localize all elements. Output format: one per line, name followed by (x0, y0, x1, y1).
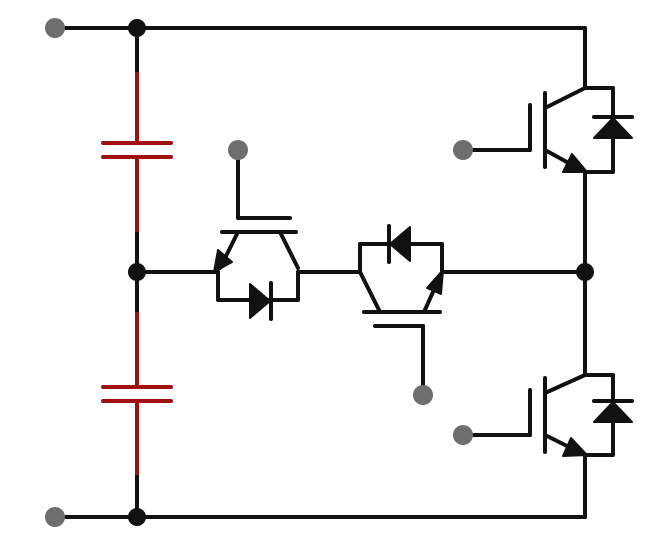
igbt-collector-diagonal (278, 230, 300, 270)
diode-icon (593, 401, 633, 423)
emitter-arrow-icon (562, 153, 588, 173)
terminal-dot (45, 507, 65, 527)
igbt-collector-wire (543, 373, 615, 457)
junction-dot (576, 263, 594, 281)
capacitor-lower (101, 312, 173, 475)
igbt-collector-wire (543, 86, 615, 174)
junctions (128, 19, 594, 526)
emitter-arrow-icon (562, 437, 588, 457)
igbt-right-upper (461, 86, 634, 174)
terminal-dot (453, 425, 473, 445)
junction-dot (128, 19, 146, 37)
igbt-collector-diagonal (358, 270, 382, 314)
igbt-right-lower (461, 373, 634, 457)
igbt-center-left (213, 148, 300, 321)
terminal-dot (228, 140, 248, 160)
emitter-arrow-icon (213, 249, 233, 273)
capacitor-leg (101, 26, 173, 519)
capacitor-upper (101, 72, 173, 232)
emitter-arrow-icon (426, 269, 444, 295)
terminal-dot (453, 140, 473, 160)
diode-icon (593, 117, 633, 139)
diode-icon (389, 226, 411, 262)
terminals (45, 18, 473, 527)
terminal-dot (45, 18, 65, 38)
junction-dot (128, 263, 146, 281)
terminal-dot (413, 385, 433, 405)
junction-dot (128, 508, 146, 526)
igbt-center-right (358, 224, 444, 397)
diode-icon (249, 283, 271, 319)
